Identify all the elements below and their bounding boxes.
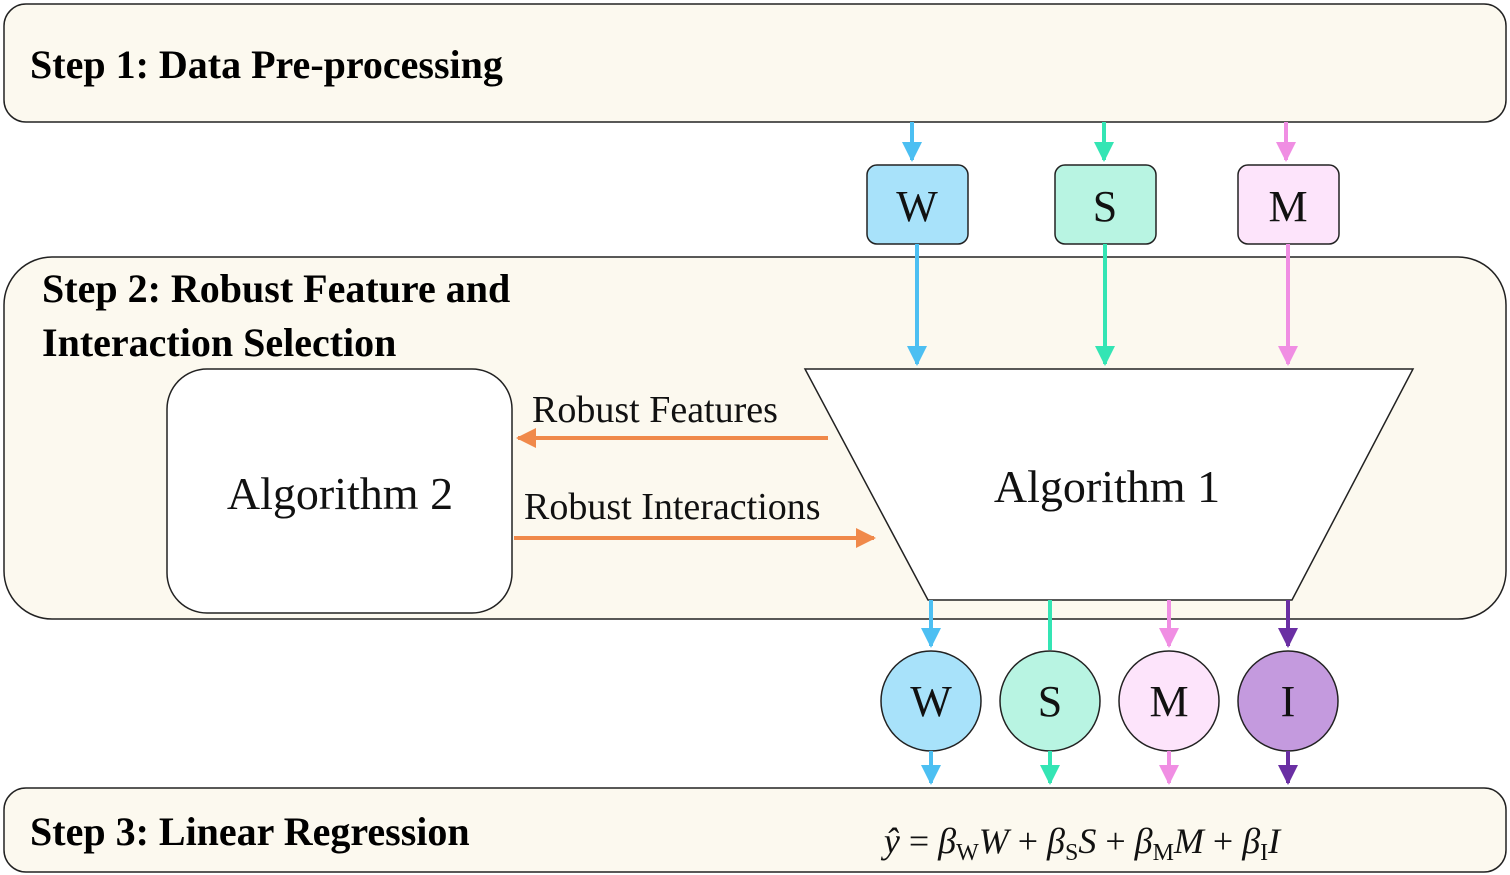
- step3-title: Step 3: Linear Regression: [30, 809, 470, 854]
- step2-title-line2: Interaction Selection: [42, 320, 396, 365]
- input-label-M: M: [1268, 182, 1307, 231]
- robust-features-label: Robust Features: [532, 389, 778, 431]
- algorithm2-block: [166, 368, 513, 614]
- robust-interactions-label: Robust Interactions: [524, 486, 821, 528]
- input-label-W: W: [896, 182, 938, 231]
- algorithm1-label: Algorithm 1: [994, 461, 1220, 512]
- step1-panel: [3, 3, 1507, 123]
- step1-title: Step 1: Data Pre-processing: [30, 42, 503, 87]
- output-label-M: M: [1149, 677, 1188, 726]
- regression-equation: ŷ = βWW + βSS + βMM + βII: [881, 821, 1282, 866]
- algorithm2-label: Algorithm 2: [227, 468, 453, 519]
- step3-panel: [3, 787, 1507, 873]
- output-label-S: S: [1038, 677, 1062, 726]
- output-label-W: W: [910, 677, 952, 726]
- output-label-I: I: [1281, 677, 1296, 726]
- input-label-S: S: [1093, 182, 1117, 231]
- step2-title-line1: Step 2: Robust Feature and: [42, 266, 510, 311]
- algorithm1-block: [803, 368, 1415, 601]
